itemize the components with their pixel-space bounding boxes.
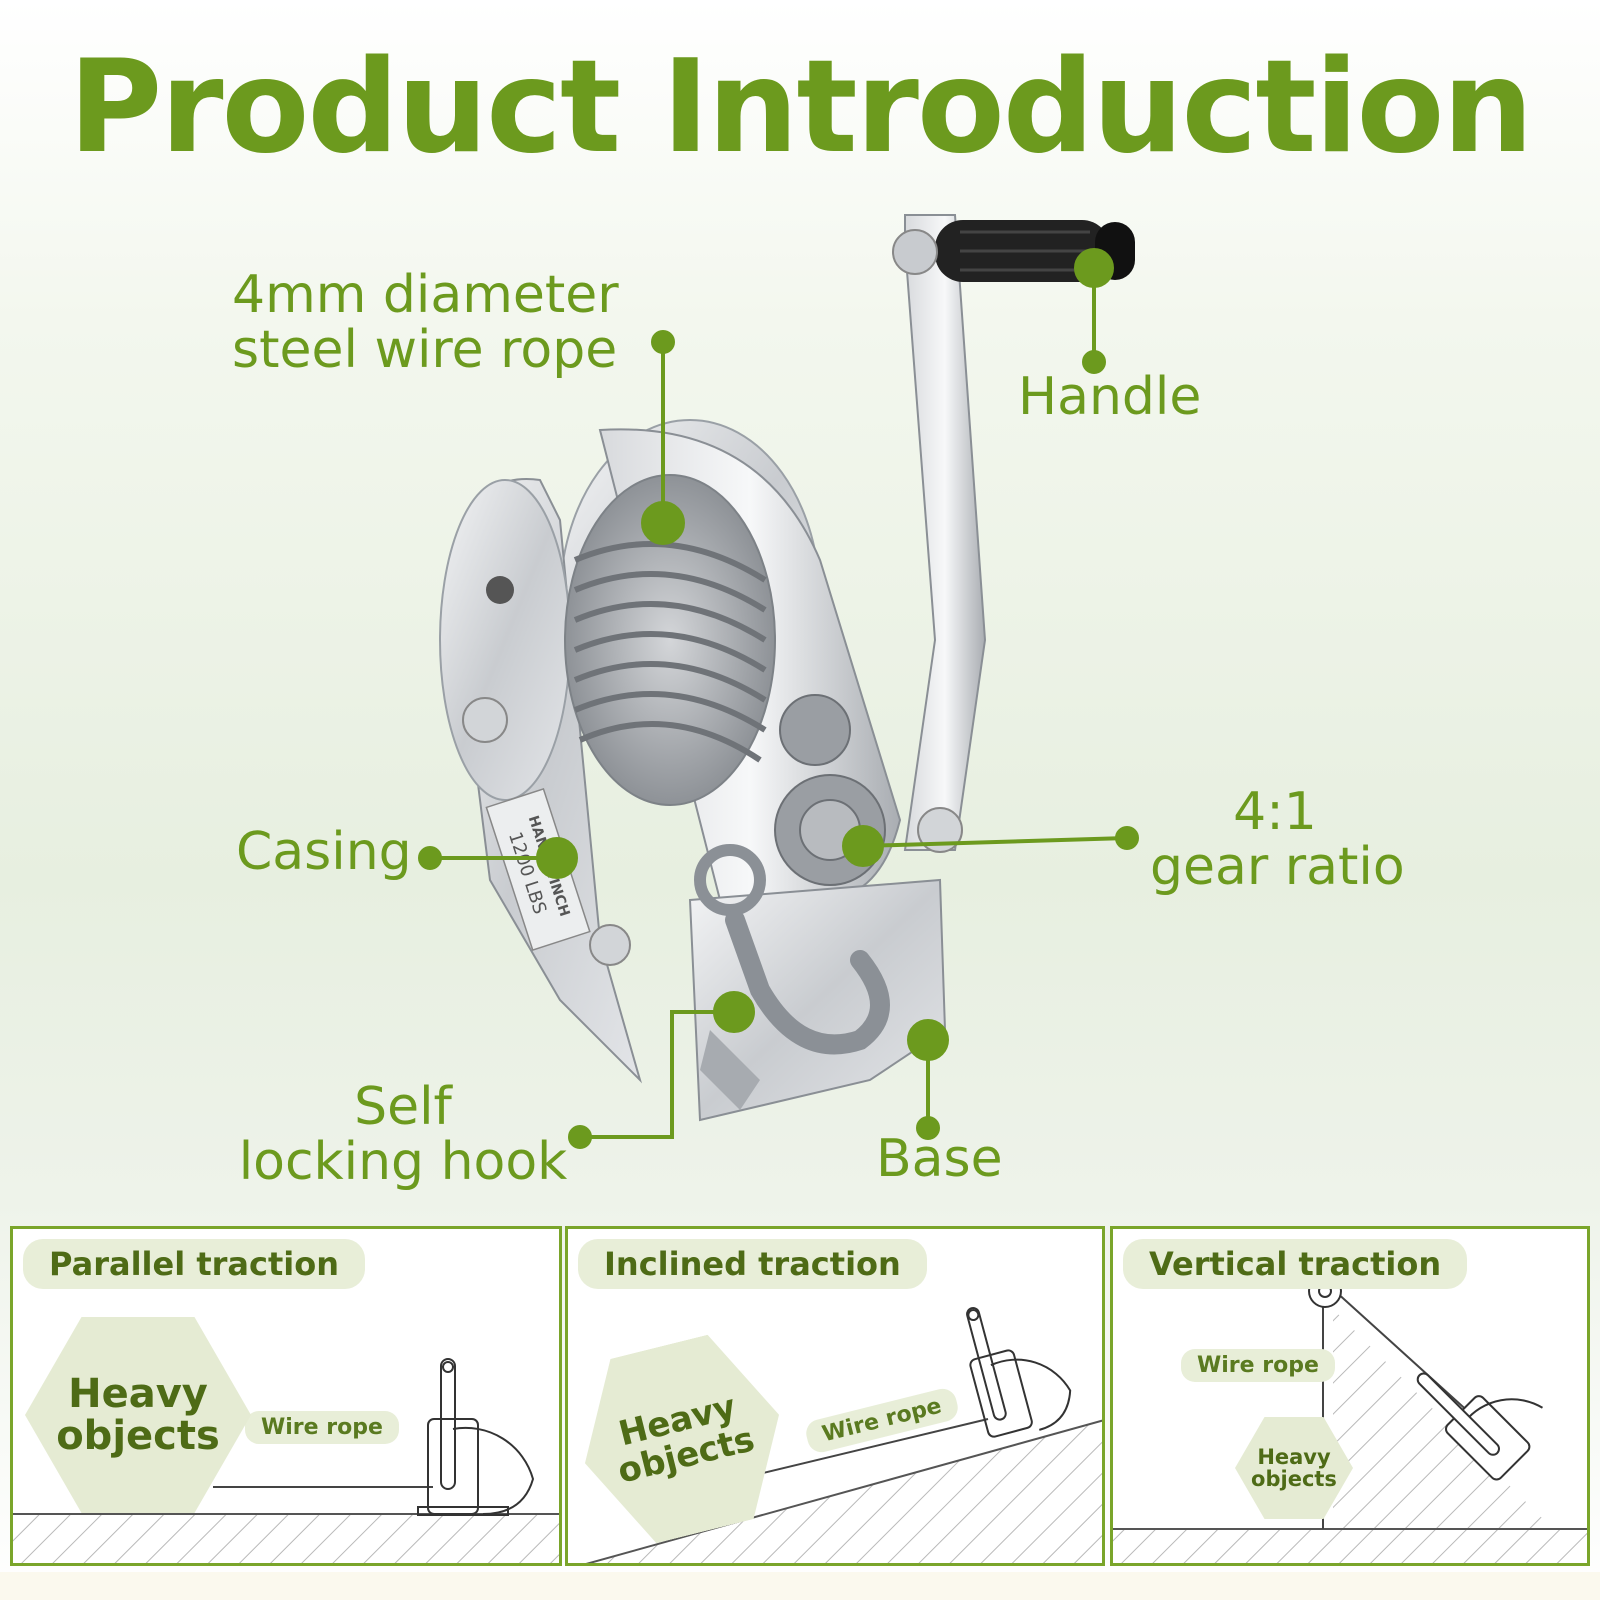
panel-inclined-traction: Inclined traction Wire rope Heavy object… bbox=[565, 1226, 1105, 1566]
handle-nut bbox=[892, 229, 938, 275]
rope-label-vertical: Wire rope bbox=[1181, 1349, 1335, 1382]
handle-arm bbox=[903, 214, 987, 851]
winch-base bbox=[688, 878, 947, 1122]
winch-illustration: HAND WINCH 1200 LBS bbox=[418, 214, 1139, 1149]
bottom-strip bbox=[0, 1572, 1600, 1600]
panel-title-vertical: Vertical traction bbox=[1123, 1239, 1468, 1289]
winch-sketch bbox=[1416, 1372, 1544, 1481]
callout-base: Base bbox=[876, 1129, 1003, 1189]
callout-hook: Self locking hook bbox=[238, 1080, 568, 1189]
panel-title-parallel: Parallel traction bbox=[23, 1239, 365, 1289]
callout-lines bbox=[418, 248, 1139, 1149]
inclined-diagram bbox=[585, 1307, 1102, 1563]
parallel-diagram bbox=[13, 1358, 559, 1563]
callout-hook-line1: Self bbox=[354, 1077, 452, 1137]
panel-parallel-traction: Parallel traction Wire rope Heavy object… bbox=[10, 1226, 562, 1566]
hook bbox=[694, 844, 890, 1055]
winch-sketch bbox=[966, 1307, 1072, 1438]
callout-gear-line1: 4:1 bbox=[1233, 782, 1317, 842]
callout-rope-line2: steel wire rope bbox=[232, 319, 618, 380]
panel-vertical-traction: Vertical traction Wire rope Heavy object… bbox=[1110, 1226, 1590, 1566]
callout-rope-line1: 4mm diameter bbox=[232, 265, 619, 325]
drum-flange bbox=[439, 479, 571, 801]
page-title: Product Introduction bbox=[68, 33, 1534, 182]
panel-title-inclined: Inclined traction bbox=[578, 1239, 927, 1289]
callout-casing: Casing bbox=[236, 822, 412, 882]
callout-gear-line2: gear ratio bbox=[1150, 836, 1405, 897]
callout-handle: Handle bbox=[1018, 367, 1202, 427]
gears bbox=[774, 694, 886, 886]
callout-hook-line2: locking hook bbox=[238, 1131, 568, 1192]
callout-rope: 4mm diameter steel wire rope bbox=[232, 268, 619, 377]
callout-gear: 4:1 gear ratio bbox=[1150, 782, 1405, 897]
rope-label-parallel: Wire rope bbox=[245, 1411, 399, 1444]
winch-sketch bbox=[417, 1358, 535, 1516]
wire-rope-coils bbox=[573, 541, 767, 763]
